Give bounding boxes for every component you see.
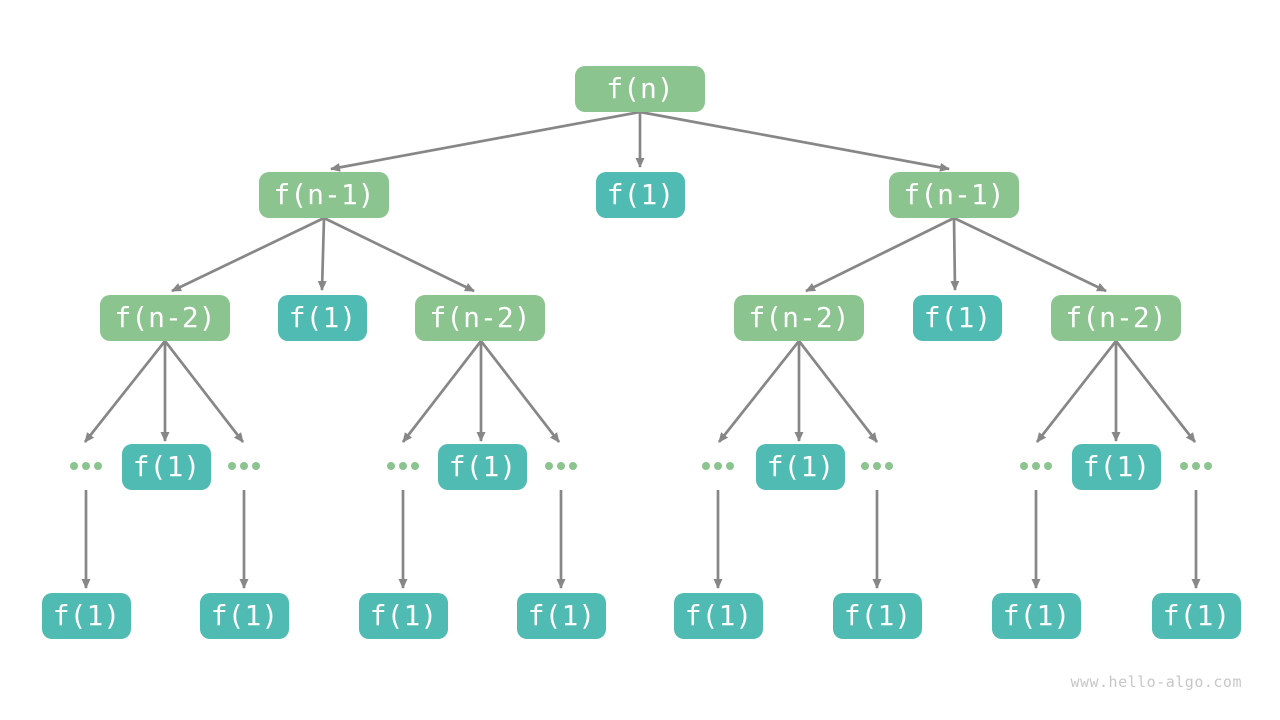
ellipsis-dot <box>1204 462 1212 470</box>
edge-arrow <box>1114 340 1197 443</box>
edge-arrow <box>171 216 325 293</box>
ellipsis-dot <box>252 462 260 470</box>
edge-arrow <box>330 110 641 172</box>
ellipsis-dot <box>702 462 710 470</box>
ellipsis-dot <box>1044 462 1052 470</box>
edge-arrow <box>805 216 955 293</box>
ellipsis-dots <box>861 462 893 470</box>
node-f-1-l5-2: f(1) <box>200 593 289 639</box>
node-f-n-1-right: f(n-1) <box>889 172 1019 218</box>
node-f-n: f(n) <box>575 66 705 112</box>
ellipsis-dot <box>387 462 395 470</box>
node-f-1-l4-2: f(1) <box>438 444 527 490</box>
ellipsis-dot <box>82 462 90 470</box>
edge-arrow <box>401 340 483 443</box>
ellipsis-dot <box>545 462 553 470</box>
ellipsis-dot <box>94 462 102 470</box>
edge-arrow <box>639 110 950 172</box>
ellipsis-dot <box>714 462 722 470</box>
ellipsis-dot <box>1032 462 1040 470</box>
edge-arrow <box>479 340 561 443</box>
ellipsis-dots <box>1020 462 1052 470</box>
ellipsis-dot <box>569 462 577 470</box>
node-f-1-l5-3: f(1) <box>359 593 448 639</box>
node-f-n-2-3: f(n-2) <box>734 295 864 341</box>
edge-arrow <box>163 340 245 443</box>
edge-arrow <box>953 216 1107 293</box>
node-f-1-l4-4: f(1) <box>1072 444 1161 490</box>
ellipsis-dots <box>702 462 734 470</box>
node-f-1-l3-right: f(1) <box>913 295 1002 341</box>
ellipsis-dot <box>557 462 565 470</box>
node-f-n-2-4: f(n-2) <box>1051 295 1181 341</box>
ellipsis-dot <box>861 462 869 470</box>
ellipsis-dot <box>1192 462 1200 470</box>
ellipsis-dots <box>387 462 419 470</box>
ellipsis-dots <box>70 462 102 470</box>
node-f-1-l5-6: f(1) <box>833 593 922 639</box>
node-f-1-l5-1: f(1) <box>42 593 131 639</box>
edge-arrow <box>323 216 475 293</box>
node-f-1-l3-left: f(1) <box>278 295 367 341</box>
node-f-1-l5-4: f(1) <box>517 593 606 639</box>
edge-arrow <box>83 340 167 443</box>
ellipsis-dot <box>399 462 407 470</box>
ellipsis-dots <box>1180 462 1212 470</box>
ellipsis-dot <box>411 462 419 470</box>
node-f-n-2-2: f(n-2) <box>415 295 545 341</box>
node-f-1-l4-3: f(1) <box>756 444 845 490</box>
edge-arrow <box>950 217 960 291</box>
ellipsis-dot <box>873 462 881 470</box>
node-f-1-l2: f(1) <box>596 172 685 218</box>
ellipsis-dot <box>1180 462 1188 470</box>
node-f-1-l4-1: f(1) <box>122 444 211 490</box>
node-f-1-l5-5: f(1) <box>674 593 763 639</box>
edge-arrow <box>1035 340 1118 443</box>
edge-arrow <box>797 340 879 443</box>
node-f-n-1-left: f(n-1) <box>259 172 389 218</box>
ellipsis-dot <box>228 462 236 470</box>
ellipsis-dots <box>228 462 260 470</box>
watermark: www.hello-algo.com <box>1070 673 1242 691</box>
ellipsis-dot <box>726 462 734 470</box>
node-f-1-l5-7: f(1) <box>992 593 1081 639</box>
node-f-1-l5-8: f(1) <box>1152 593 1241 639</box>
ellipsis-dot <box>885 462 893 470</box>
node-f-n-2-1: f(n-2) <box>100 295 230 341</box>
edge-arrow <box>717 340 801 443</box>
ellipsis-dot <box>70 462 78 470</box>
ellipsis-dot <box>240 462 248 470</box>
ellipsis-dot <box>1020 462 1028 470</box>
edge-arrow <box>317 217 327 291</box>
ellipsis-dots <box>545 462 577 470</box>
